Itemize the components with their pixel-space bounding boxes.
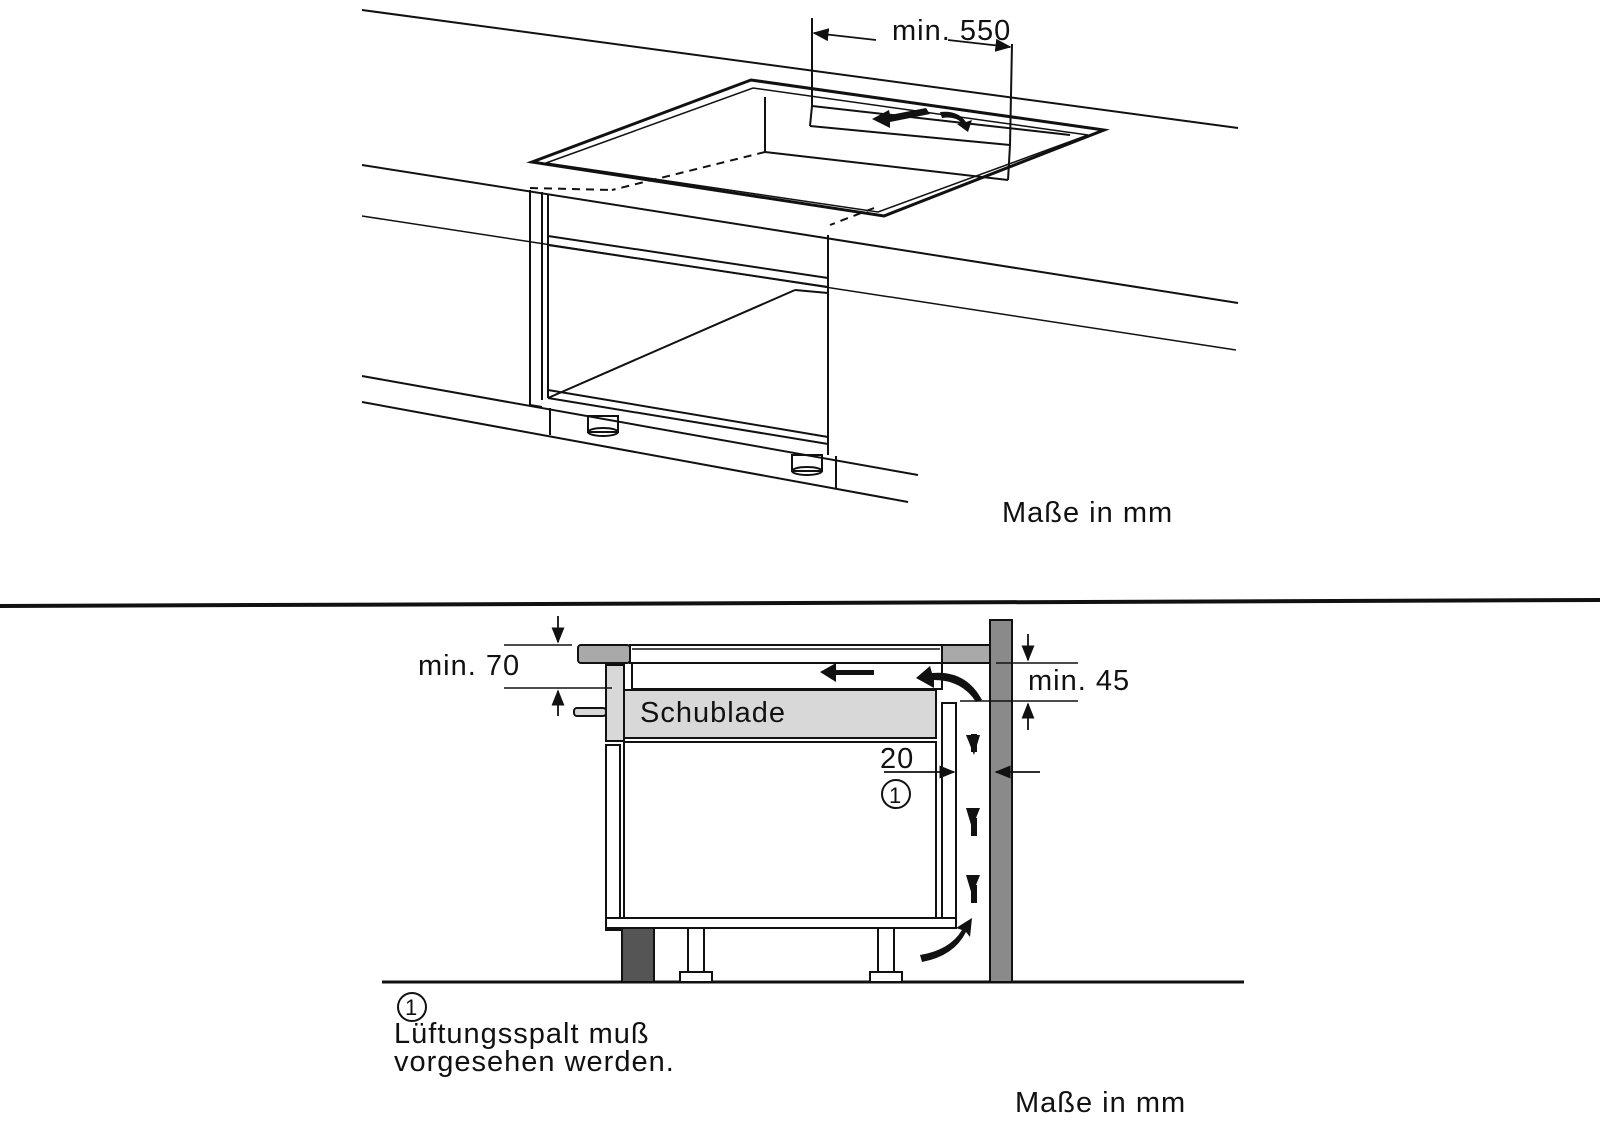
hob-body — [631, 662, 943, 690]
cabinet-back-panel — [941, 702, 957, 919]
airflow-arrows-top — [872, 108, 972, 132]
callout-1: 1 — [881, 779, 911, 809]
cabinet-foot — [587, 415, 619, 433]
dim-min-70: min. 70 — [418, 650, 520, 682]
dim-min-550: min. 550 — [892, 15, 1011, 47]
drawer — [623, 689, 937, 739]
worktop-back-edge — [361, 9, 1239, 129]
dim-min-45: min. 45 — [1028, 665, 1130, 697]
legend-line-2: vorgesehen werden. — [394, 1046, 675, 1078]
worktop-front — [577, 644, 631, 664]
cabinet-front-frame — [605, 664, 625, 742]
plinth — [621, 927, 655, 983]
hob-cutout-inner — [545, 87, 1089, 213]
svg-text:1: 1 — [889, 783, 901, 808]
drawer-handle — [573, 707, 607, 717]
dim-20: 20 — [880, 743, 914, 775]
separator-line — [0, 598, 1600, 608]
worktop-rear — [941, 644, 991, 664]
hob-cutout — [526, 78, 1110, 218]
rear-wall — [989, 619, 1013, 983]
legend-line-1: Lüftungsspalt muß — [394, 1018, 650, 1050]
airflow-arrows-section — [820, 663, 982, 962]
cabinet-foot — [791, 454, 823, 472]
drawer-label: Schublade — [640, 697, 786, 729]
units-label-top: Maße in mm — [1002, 497, 1173, 529]
cabinet-bottom — [605, 917, 957, 929]
svg-text:1: 1 — [405, 995, 417, 1020]
units-label-bottom: Maße in mm — [1015, 1087, 1186, 1119]
worktop-front-edge — [361, 164, 1239, 304]
legend-marker: 1 — [397, 992, 427, 1022]
section-view — [382, 616, 1244, 984]
hob-glass — [629, 644, 943, 664]
perspective-view — [361, 9, 1239, 503]
